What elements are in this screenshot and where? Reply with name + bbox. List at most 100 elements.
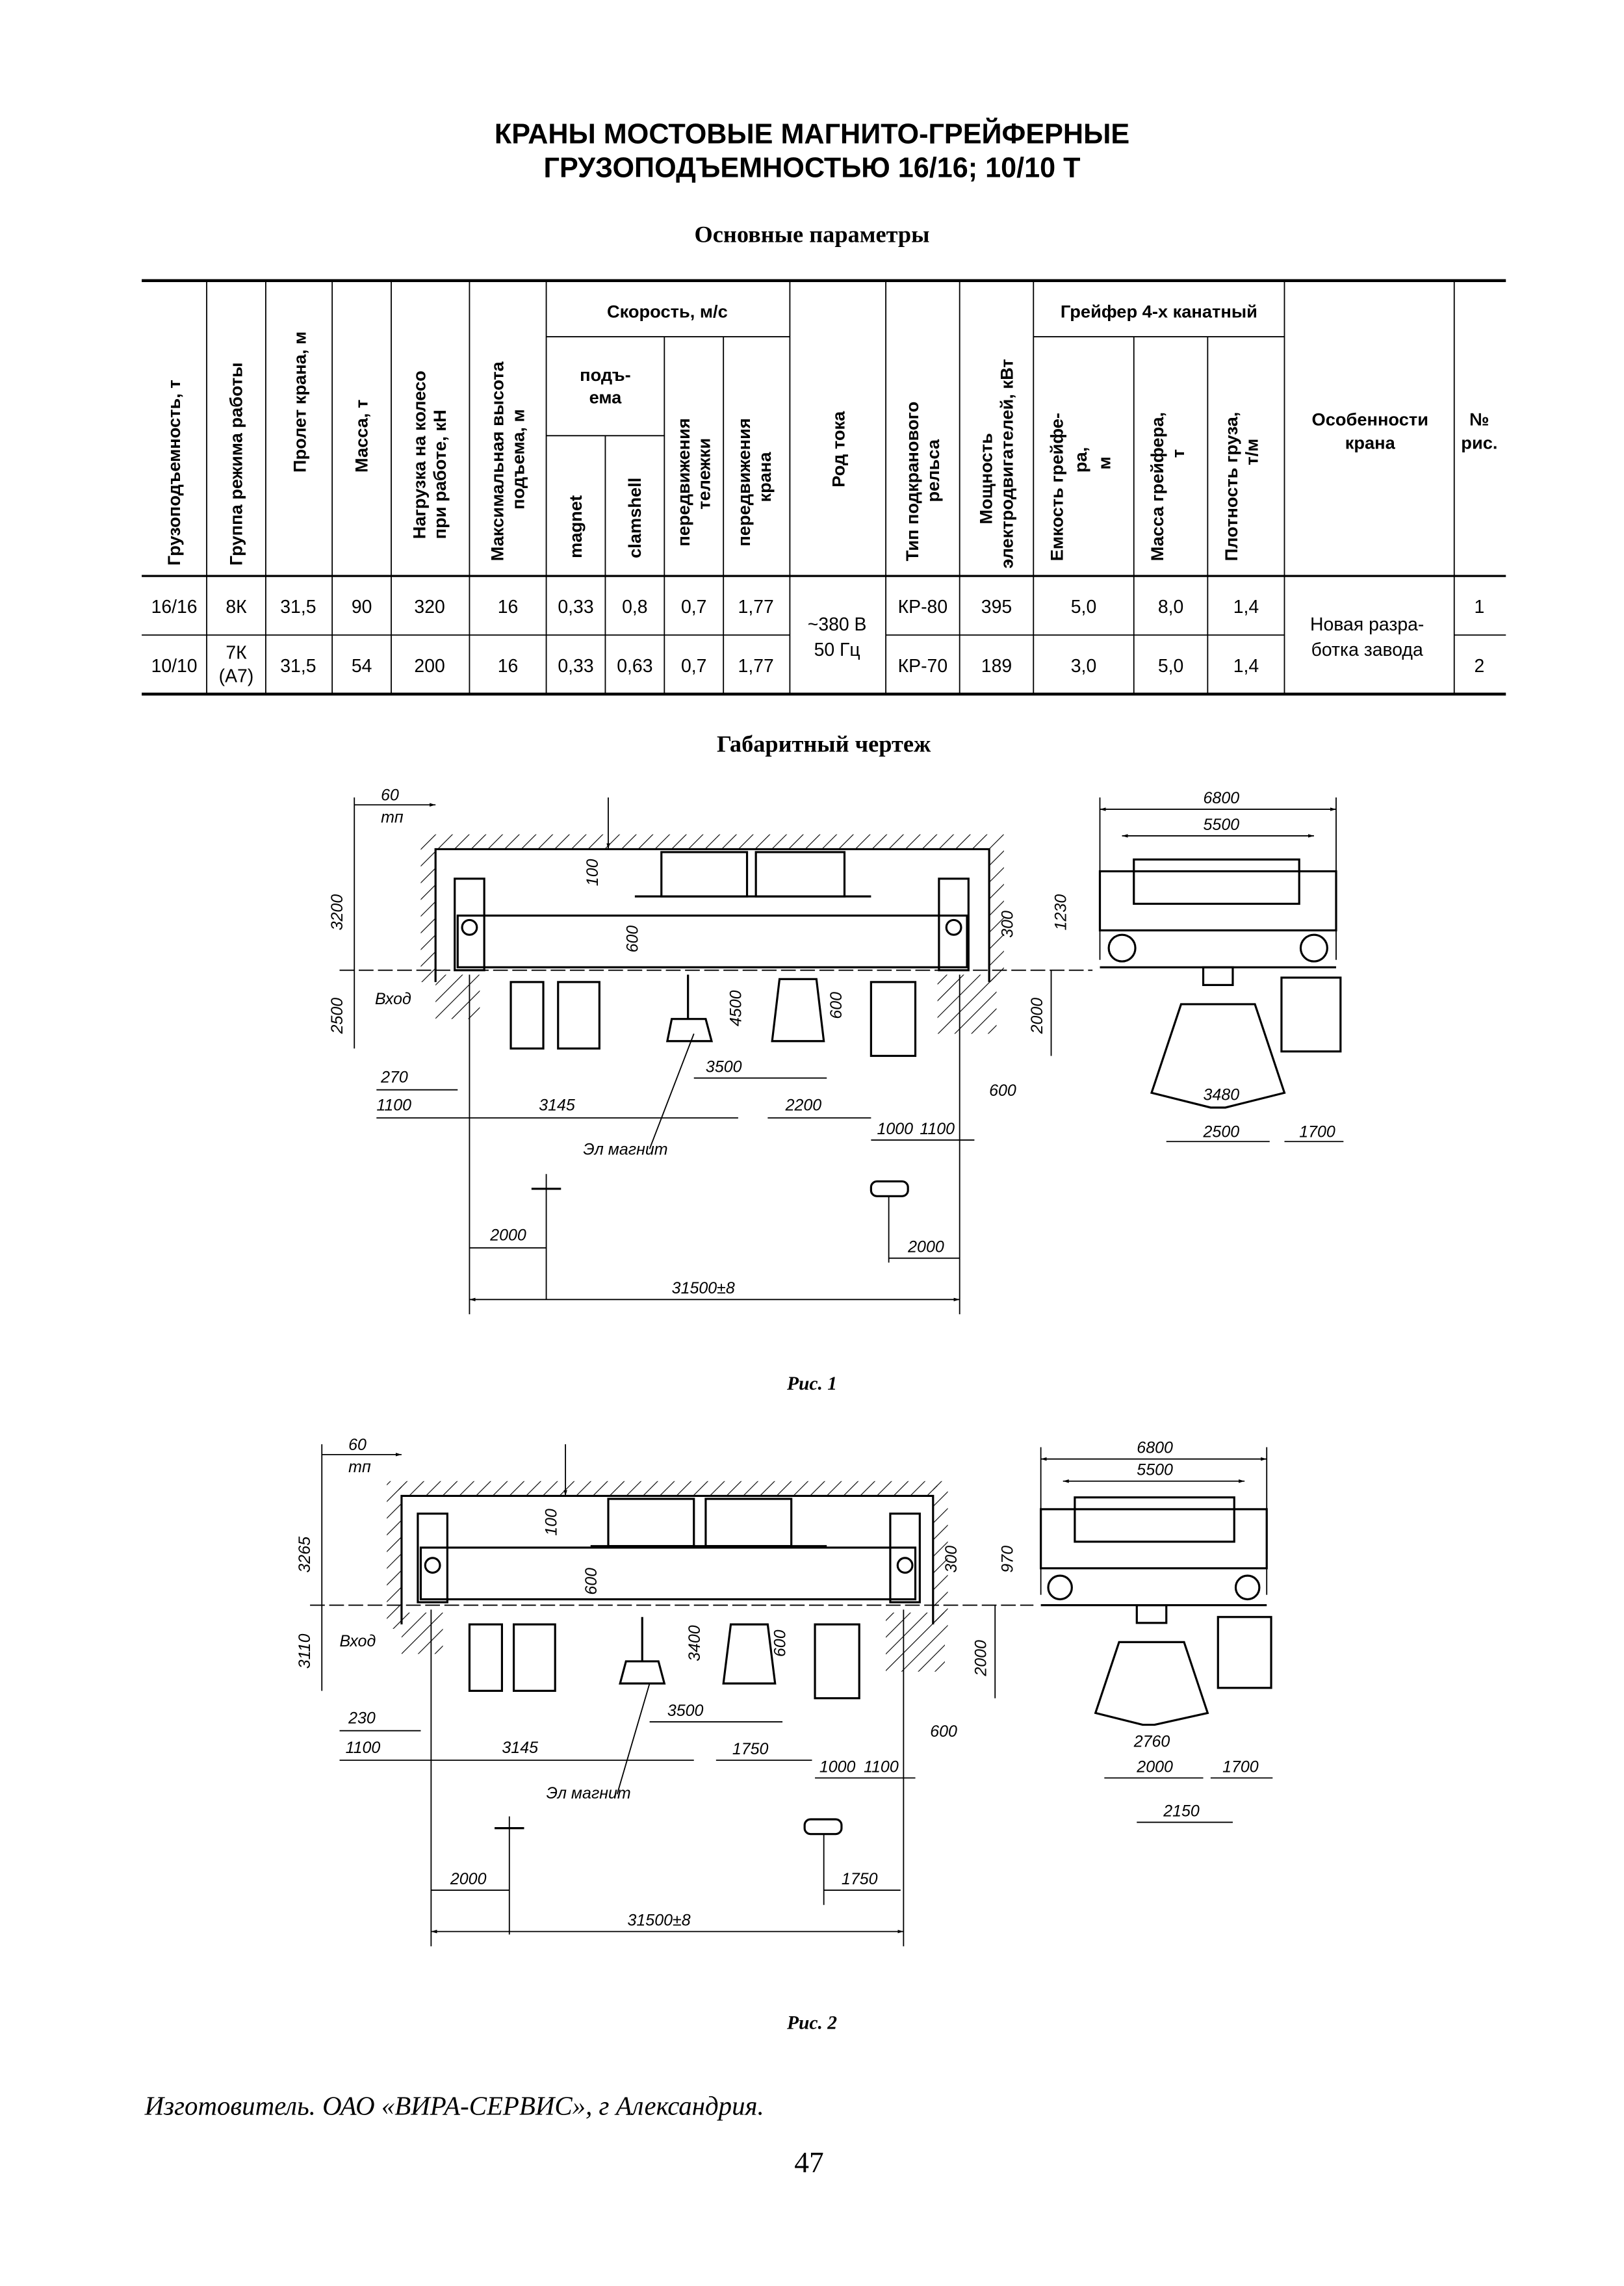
fig1-d300: 300 <box>998 911 1016 938</box>
fig1-d4500: 4500 <box>727 990 745 1026</box>
fig2-d100: 100 <box>542 1509 560 1536</box>
fig2-d1100: 1100 <box>346 1739 381 1757</box>
fig2-d2000v: 2000 <box>972 1640 990 1677</box>
h-lift1: подъ- <box>580 365 631 385</box>
h-gmass2: т <box>1168 449 1188 458</box>
fig1-d2500: 2500 <box>328 998 346 1035</box>
fig2-d2000a: 2000 <box>450 1870 487 1888</box>
cell: 2 <box>1474 656 1484 677</box>
h-feat1: Особенности <box>1312 409 1428 429</box>
fig1-d31500: 31500±8 <box>672 1279 735 1297</box>
title-line2: ГРУЗОПОДЪЕМНОСТЬЮ 16/16; 10/10 Т <box>544 153 1081 184</box>
h-span: Пролет крана, м <box>289 331 309 473</box>
cell: 31,5 <box>280 656 316 677</box>
cell: 395 <box>981 597 1012 617</box>
cell: КР-70 <box>898 656 947 677</box>
fig2-d230: 230 <box>348 1709 376 1727</box>
fig1-d2000v: 2000 <box>1028 998 1046 1035</box>
cell: 200 <box>414 656 445 677</box>
cell: 0,8 <box>622 597 647 617</box>
h-power2: электродвигателей, кВт <box>996 359 1016 569</box>
fig1-magnet: Эл магнит <box>583 1141 667 1159</box>
fig1-d1100b: 1100 <box>920 1120 955 1138</box>
fig2-d5500: 5500 <box>1137 1461 1173 1479</box>
cell: 16/16 <box>151 597 198 617</box>
cell: 0,7 <box>681 656 706 677</box>
fig1-d2000a: 2000 <box>489 1226 526 1244</box>
fig2-d600c: 600 <box>930 1722 957 1741</box>
page-number: 47 <box>794 2146 823 2179</box>
h-height2: подъема, м <box>508 409 528 510</box>
cell: 1,77 <box>738 597 774 617</box>
fig1-d2200: 2200 <box>785 1097 822 1115</box>
cell: 16 <box>498 597 519 617</box>
cell: 8,0 <box>1158 597 1183 617</box>
fig1-tp: тп <box>381 809 404 827</box>
cell-current2: 50 Гц <box>814 640 860 660</box>
cell: 0,33 <box>558 656 593 677</box>
fig1-d3480: 3480 <box>1204 1086 1240 1104</box>
fig2-d3400: 3400 <box>686 1625 704 1661</box>
h-gcap2: ра, <box>1070 447 1090 473</box>
fig2-d3110: 3110 <box>296 1633 314 1669</box>
h-mass: Масса, т <box>352 400 372 473</box>
cell: 189 <box>981 656 1012 677</box>
h-rail2: рельса <box>923 439 943 502</box>
cell: 16 <box>498 656 519 677</box>
h-speed: Скорость, м/с <box>607 302 728 322</box>
fig1-d1100: 1100 <box>376 1097 411 1115</box>
fig2-d2000r: 2000 <box>1136 1758 1173 1776</box>
h-trolley1: передвижения <box>673 418 693 546</box>
h-grab: Грейфер 4-х канатный <box>1061 302 1257 322</box>
fig2-tp: тп <box>348 1458 371 1476</box>
h-dens2: т/м <box>1242 439 1262 465</box>
cell: 7К <box>226 642 247 663</box>
fig1-d100: 100 <box>584 859 602 886</box>
h-load1: Нагрузка на колесо <box>409 370 429 539</box>
h-lift2: ема <box>589 387 623 407</box>
h-trolley2: тележки <box>694 438 714 510</box>
h-crane1: передвижения <box>734 418 754 546</box>
cell: 0,7 <box>681 597 706 617</box>
fig2-d600b: 600 <box>771 1630 790 1657</box>
cell: 320 <box>414 597 445 617</box>
drawing-heading: Габаритный чертеж <box>717 731 931 757</box>
h-load2: при работе, кН <box>430 409 450 539</box>
fig2-magnet: Эл магнит <box>547 1784 631 1802</box>
cell: 10/10 <box>151 656 198 677</box>
fig1-d600a: 600 <box>623 926 641 953</box>
fig1-d60: 60 <box>381 786 399 804</box>
cell: 1 <box>1474 597 1484 617</box>
cell: 1,77 <box>738 656 774 677</box>
cell: 3,0 <box>1071 656 1096 677</box>
manufacturer-note: Изготовитель. ОАО «ВИРА-СЕРВИС», г Алекс… <box>144 2091 764 2120</box>
fig1-entry: Вход <box>375 990 411 1008</box>
fig1-d3500: 3500 <box>706 1058 742 1076</box>
fig1-d2500b: 2500 <box>1203 1123 1240 1141</box>
fig2-d1700: 1700 <box>1222 1758 1259 1776</box>
fig1-d600c: 600 <box>989 1082 1016 1100</box>
h-magnet: magnet <box>565 495 586 558</box>
cell-feat1: Новая разра- <box>1310 614 1424 635</box>
h-clamshell: clamshell <box>625 478 645 558</box>
fig2-d3265: 3265 <box>296 1537 314 1573</box>
cell: 5,0 <box>1158 656 1183 677</box>
fig1-d6800: 6800 <box>1204 789 1240 807</box>
params-table: Грузоподъемность, т Группа режима работы… <box>142 279 1506 696</box>
cell: КР-80 <box>898 597 947 617</box>
fig2-d60: 60 <box>348 1436 367 1454</box>
h-no1: № <box>1469 409 1489 429</box>
fig1-caption: Рис. 1 <box>786 1373 837 1394</box>
fig1-d3145: 3145 <box>539 1097 575 1115</box>
fig2-d600a: 600 <box>582 1568 600 1595</box>
h-feat2: крана <box>1345 433 1396 453</box>
cell: 1,4 <box>1233 597 1259 617</box>
fig2-d3145: 3145 <box>502 1739 538 1757</box>
h-gcap3: м <box>1094 456 1114 469</box>
h-height1: Максимальная высота <box>487 361 508 561</box>
h-no2: рис. <box>1461 433 1497 453</box>
h-mode: Группа режима работы <box>226 362 246 565</box>
title-line1: КРАНЫ МОСТОВЫЕ МАГНИТО-ГРЕЙФЕРНЫЕ <box>495 118 1129 149</box>
fig2-d2760: 2760 <box>1133 1733 1170 1751</box>
cell: 31,5 <box>280 597 316 617</box>
